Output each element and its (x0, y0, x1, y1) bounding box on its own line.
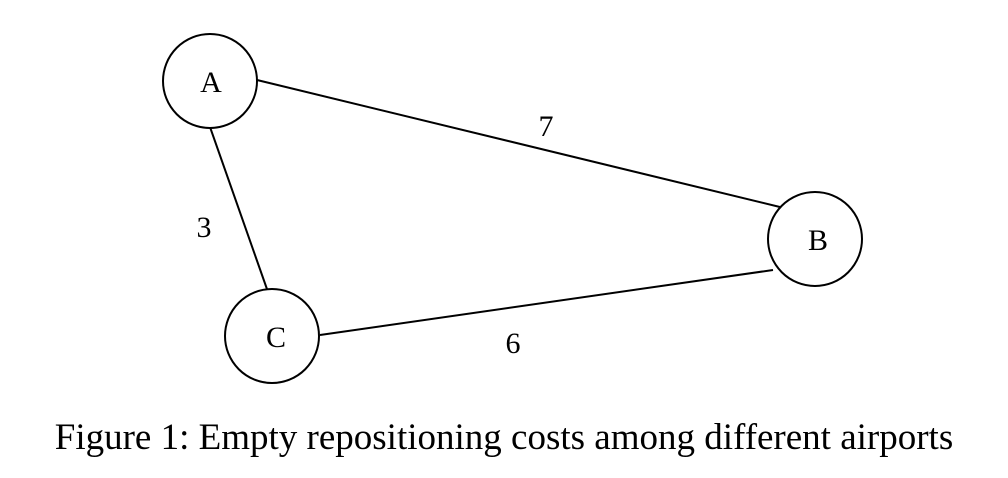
node-c: C (224, 288, 320, 384)
edge-a-b (256, 79, 785, 209)
edge-c-b-cost: 6 (506, 327, 521, 360)
edge-a-b-cost: 7 (539, 110, 554, 143)
node-b-circle (767, 191, 863, 287)
node-b: B (767, 191, 863, 287)
node-a-circle (162, 33, 258, 129)
edge-c-b (319, 269, 774, 336)
node-a: A (162, 33, 258, 129)
figure-caption: Figure 1: Empty repositioning costs amon… (54, 417, 954, 458)
node-b-label: B (808, 224, 828, 257)
node-c-circle (224, 288, 320, 384)
node-c-label: C (266, 321, 286, 354)
node-a-label: A (200, 66, 222, 99)
edge-a-c-cost: 3 (197, 211, 212, 244)
edge-a-c (209, 126, 269, 293)
